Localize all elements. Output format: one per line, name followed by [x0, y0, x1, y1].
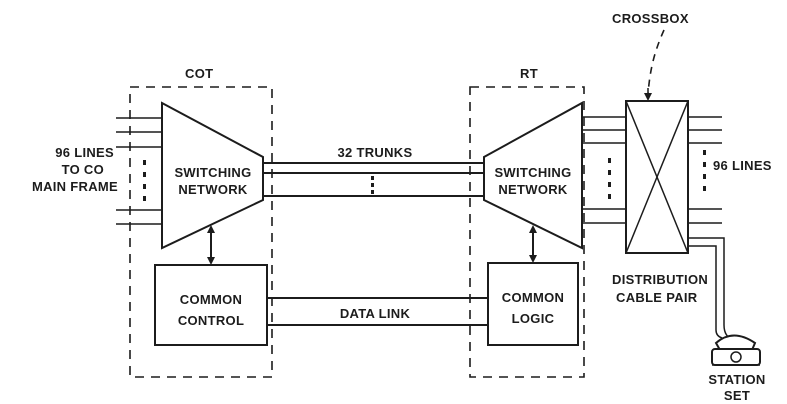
distribution-label: DISTRIBUTION — [612, 272, 708, 287]
common-control-box — [154, 264, 268, 346]
cot-switching-network-label: SWITCHING — [174, 165, 251, 180]
rt-label: RT — [520, 66, 538, 81]
crossbox-output-lines — [688, 116, 722, 224]
cot-enclosure — [129, 86, 273, 378]
distribution-cable-pair-2 — [688, 245, 723, 339]
cot-input-lines-label-3: MAIN FRAME — [32, 179, 118, 194]
common-logic-label: COMMON — [502, 290, 564, 305]
rt-enclosure — [469, 86, 585, 378]
distribution-cable-pair — [688, 237, 736, 341]
crossbox-output-ellipsis-dots — [703, 150, 706, 191]
telephone-icon — [711, 334, 761, 366]
trunk-ellipsis-dots — [371, 176, 374, 194]
cot-input-lines-label-2: TO CO — [62, 162, 104, 177]
crossbox-x-line-2 — [625, 100, 689, 254]
rt-switching-network — [483, 101, 583, 250]
common-logic-label-2: LOGIC — [512, 311, 555, 326]
common-control-label-2: CONTROL — [178, 313, 244, 328]
trunk-lines — [263, 162, 484, 197]
crossbox-label: CROSSBOX — [612, 11, 689, 26]
data-link-lines — [267, 297, 488, 326]
crossbox-pointer — [647, 29, 665, 96]
cot-input-lines-label: 96 LINES — [55, 145, 114, 160]
cot-label: COT — [185, 66, 213, 81]
cot-switching-network — [161, 101, 264, 250]
cot-input-lines — [116, 117, 168, 225]
cot-switching-network-label-2: NETWORK — [178, 182, 248, 197]
station-set-label-2: SET — [724, 388, 750, 403]
common-logic-box — [487, 262, 579, 346]
common-control-label: COMMON — [180, 292, 242, 307]
data-link-label: DATA LINK — [340, 306, 411, 321]
output-lines-label: 96 LINES — [713, 158, 772, 173]
rt-output-ellipsis-dots — [608, 158, 611, 199]
cot-input-ellipsis-dots — [143, 160, 146, 201]
station-set-label: STATION — [708, 372, 765, 387]
trunks-label: 32 TRUNKS — [338, 145, 413, 160]
rt-output-lines — [582, 116, 626, 224]
distribution-label-2: CABLE PAIR — [616, 290, 698, 305]
rt-switching-network-label-2: NETWORK — [498, 182, 568, 197]
rt-switching-network-label: SWITCHING — [494, 165, 571, 180]
